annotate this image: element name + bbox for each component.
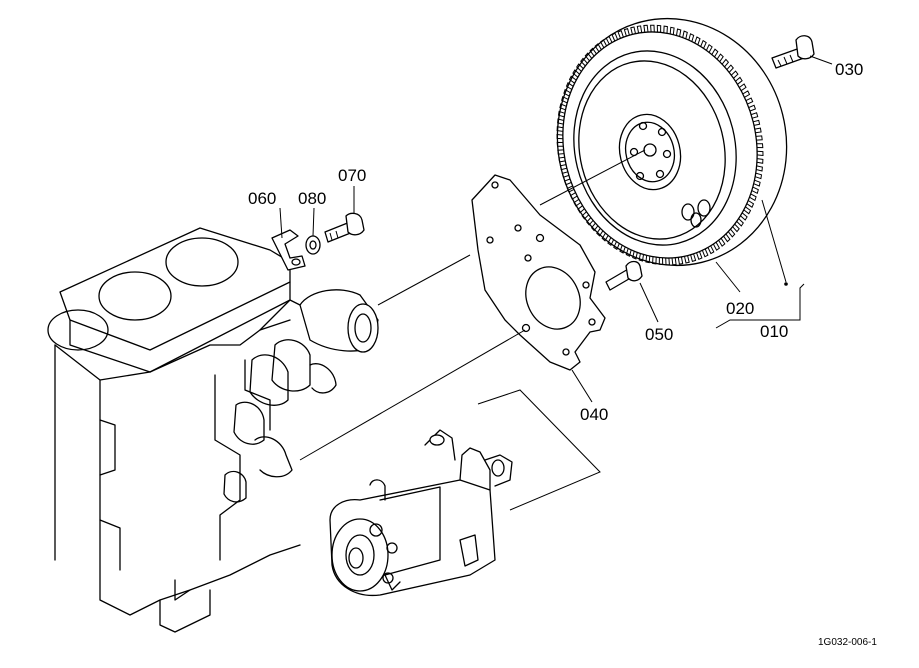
gear-tooth-outline [556,24,764,266]
label-070: 070 [338,166,366,185]
bolt-050 [605,260,643,291]
bracket-060 [271,229,306,271]
label-030: 030 [835,60,863,79]
label-080: 080 [298,189,326,208]
flywheel-housing-plate [471,174,606,371]
label-010: 010 [760,322,788,341]
bolt-030 [771,35,815,69]
part-labels: 010 020 030 040 050 060 070 080 1G032-00… [248,60,877,648]
label-060: 060 [248,189,276,208]
engine-block [47,227,379,633]
washer-080 [305,235,321,255]
ring-gear-teeth [556,24,764,266]
flywheel [556,17,788,267]
reference-code: 1G032-006-1 [818,637,877,648]
starter-motor [329,429,513,597]
bolt-070 [324,212,365,243]
label-050: 050 [645,325,673,344]
label-020: 020 [726,299,754,318]
assembly-lines [279,55,833,511]
label-040: 040 [580,405,608,424]
